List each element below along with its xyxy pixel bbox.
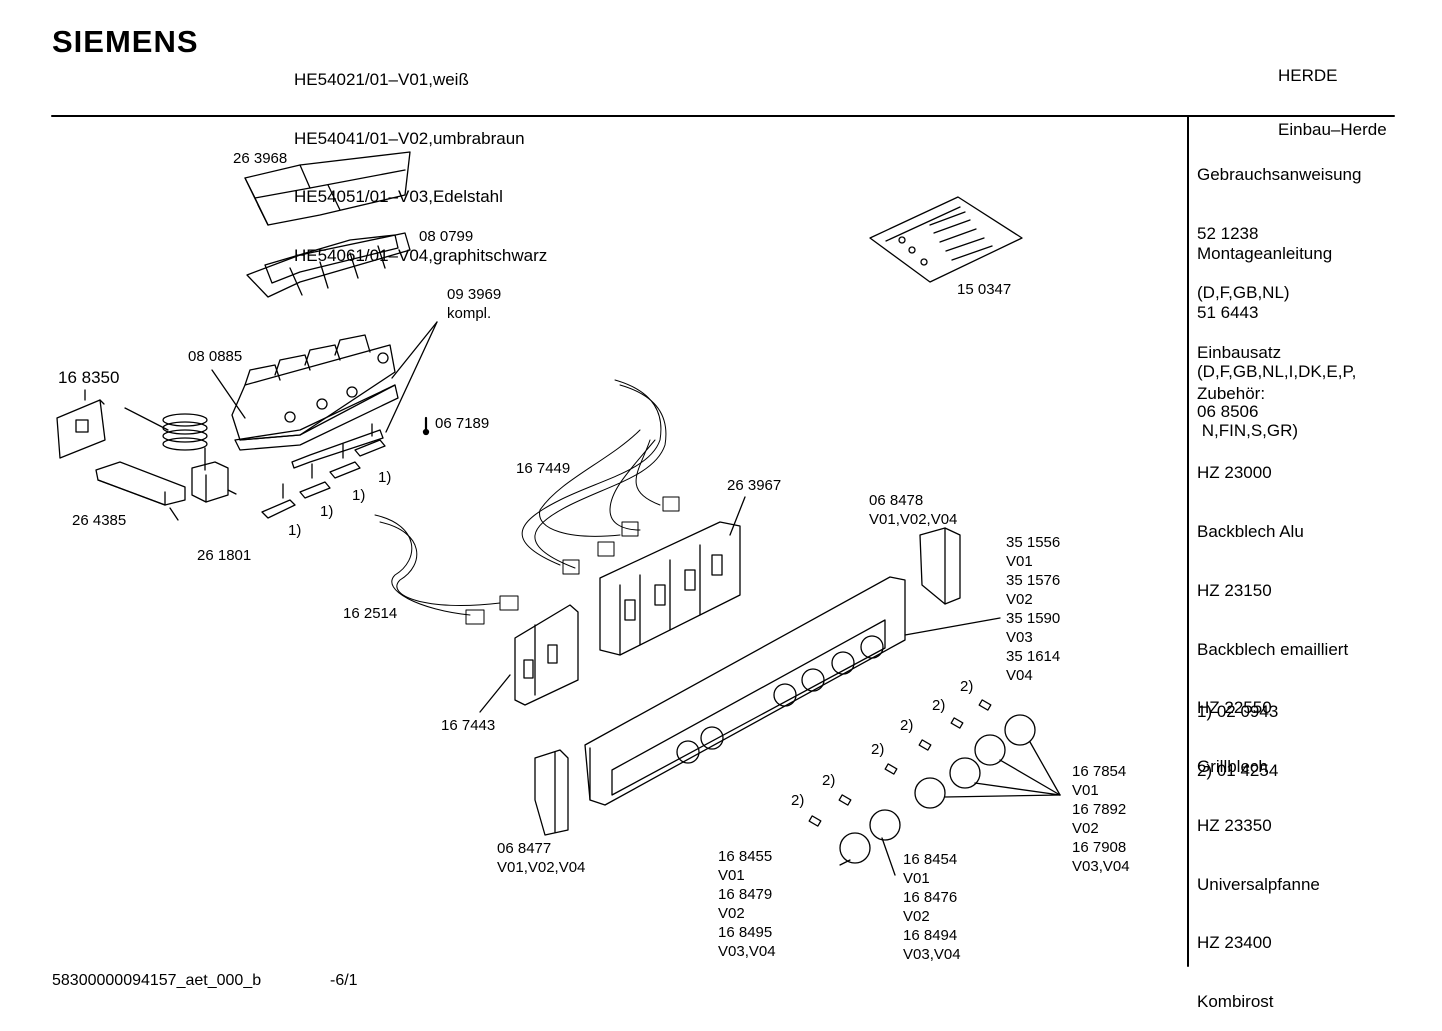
note-marker-1: 1)	[352, 487, 366, 504]
control-panel	[584, 576, 1001, 806]
install-kit-title: Einbausatz	[1197, 343, 1282, 363]
accessory-line: Universalpfanne	[1197, 874, 1320, 894]
install-kit-number: 06 8506	[1197, 401, 1259, 421]
note-marker-2: 2)	[960, 678, 974, 695]
module-26-3967	[599, 496, 746, 656]
part-label-351556: 35 1556 V01 35 1576 V02 35 1590 V03 35 1…	[1006, 534, 1061, 684]
part-label-168455: 16 8455 V01 16 8479 V02 16 8495 V03,V04	[718, 848, 776, 960]
model-line: HE54041/01–V02,umbrabraun	[294, 128, 525, 148]
small-switches	[261, 423, 386, 519]
frame-08-0799	[246, 232, 411, 298]
part-label-167854: 16 7854 V01 16 7892 V02 16 7908 V03,V04	[1072, 763, 1130, 875]
knobs	[808, 699, 1061, 876]
part-label-264385: 26 4385	[72, 512, 127, 529]
part-label-167449: 16 7449	[516, 460, 571, 477]
note-line: 1) 02 0943	[1197, 702, 1279, 722]
category-line: HERDE	[1278, 66, 1338, 85]
leader-08-0885	[211, 369, 246, 419]
module-16-7443	[479, 604, 579, 713]
model-line: HE54061/01–V04,graphitschwarz	[294, 245, 548, 265]
part-label-080885: 08 0885	[188, 348, 243, 365]
part-label-080799: 08 0799	[419, 228, 474, 245]
note-marker-2: 2)	[871, 741, 885, 758]
part-label-162514: 16 2514	[343, 605, 398, 622]
part-label-093969: 09 3969 kompl.	[447, 286, 502, 322]
model-line: HE54051/01–V03,Edelstahl	[294, 187, 503, 206]
switch-block-08-0885	[231, 334, 399, 469]
part-label-150347: 15 0347	[957, 281, 1012, 298]
part-label-263967: 26 3967	[727, 477, 782, 494]
footer-page: -6/1	[330, 972, 358, 989]
part-label-067189: 06 7189	[435, 415, 490, 432]
footer-doc-id: 58300000094157_aet_000_b	[52, 972, 262, 989]
accessories-title: Zubehör:	[1197, 384, 1266, 403]
category-line: Einbau–Herde	[1278, 120, 1387, 139]
note-marker-2: 2)	[822, 772, 836, 789]
notes-list: 1) 02 0943 2) 01 4254	[1197, 663, 1278, 800]
part-label-167443: 16 7443	[441, 717, 496, 734]
accessory-line: Kombirost	[1197, 992, 1274, 1012]
brand-logo: SIEMENS	[52, 24, 199, 59]
tray-26-3968	[244, 151, 411, 226]
assembly-languages: N,FIN,S,GR)	[1197, 420, 1299, 440]
note-marker-1: 1)	[378, 469, 392, 486]
manual-block: Gebrauchsanweisung 52 1238 (D,F,GB,NL)	[1197, 126, 1361, 322]
rail-26-4385	[95, 461, 186, 521]
leader-09-3969-b	[385, 321, 438, 433]
assembly-number: 51 6443	[1197, 302, 1259, 322]
accessory-line: Backblech Alu	[1197, 521, 1304, 541]
accessory-line: Backblech emailliert	[1197, 639, 1349, 659]
bracket-16-8350	[56, 399, 208, 471]
switch-26-1801	[191, 461, 237, 503]
bracket-06-8478	[919, 527, 961, 605]
manual-title: Gebrauchsanweisung	[1197, 165, 1362, 185]
model-list: HE54021/01–V01,weiß HE54041/01–V02,umbra…	[294, 31, 547, 285]
part-label-261801: 26 1801	[197, 547, 252, 564]
leader-09-3969-a	[391, 321, 438, 379]
accessory-line: HZ 23000	[1197, 463, 1272, 483]
note-marker-2: 2)	[932, 697, 946, 714]
note-marker-2: 2)	[791, 792, 805, 809]
part-label-263968: 26 3968	[233, 150, 288, 167]
note-marker-2: 2)	[900, 717, 914, 734]
model-line: HE54021/01–V01,weiß	[294, 70, 469, 89]
note-line: 2) 01 4254	[1197, 760, 1279, 780]
assembly-languages: (D,F,GB,NL,I,DK,E,P,	[1197, 361, 1357, 381]
bracket-06-8477	[534, 749, 569, 836]
wiring-16-7449	[521, 379, 680, 575]
accessory-line: HZ 23150	[1197, 580, 1272, 600]
assembly-block: Montageanleitung 51 6443 (D,F,GB,NL,I,DK…	[1197, 205, 1356, 460]
part-label-168350: 16 8350	[58, 368, 120, 387]
note-marker-1: 1)	[320, 503, 334, 520]
manual-number: 52 1238	[1197, 223, 1259, 243]
part-label-168454: 16 8454 V01 16 8476 V02 16 8494 V03,V04	[903, 851, 961, 963]
wiring-16-2514	[374, 514, 519, 625]
category: HERDE Einbau–Herde	[1278, 31, 1387, 157]
accessory-line: Grillblech	[1197, 757, 1268, 777]
note-marker-1: 1)	[288, 522, 302, 539]
accessory-line: HZ 23350	[1197, 815, 1272, 835]
accessory-line: HZ 22550	[1197, 698, 1272, 718]
screw-bag-15-0347	[869, 196, 1023, 283]
screw-06-7189	[422, 416, 430, 436]
manual-languages: (D,F,GB,NL)	[1197, 282, 1290, 302]
part-label-068477: 06 8477 V01,V02,V04	[497, 840, 586, 876]
accessories-list: HZ 23000 Backblech Alu HZ 23150 Backblec…	[1197, 424, 1348, 1031]
assembly-title: Montageanleitung	[1197, 244, 1333, 264]
accessory-line: HZ 23400	[1197, 933, 1272, 953]
install-kit-block: Einbausatz 06 8506	[1197, 304, 1281, 441]
part-label-068478: 06 8478 V01,V02,V04	[869, 492, 958, 528]
